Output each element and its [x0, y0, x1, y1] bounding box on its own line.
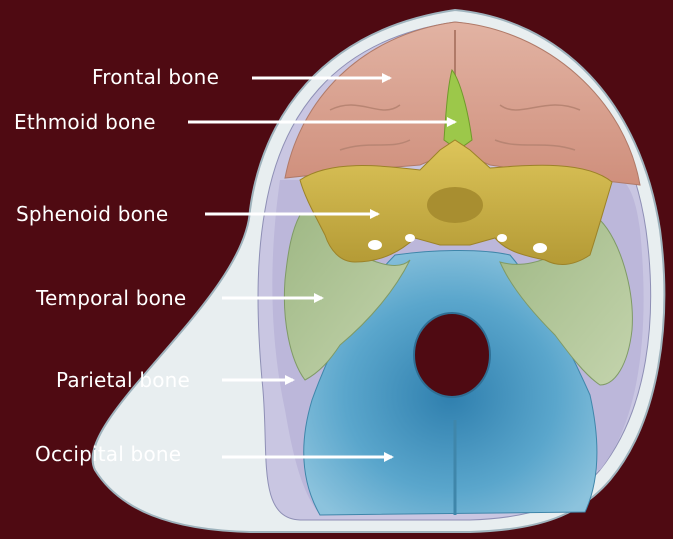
- foramen-right: [533, 243, 547, 253]
- foramen-magnum: [414, 313, 490, 397]
- label-frontal-bone: Frontal bone: [92, 65, 219, 89]
- foramen-right-small: [497, 234, 507, 242]
- foramen-left-small: [405, 234, 415, 242]
- label-ethmoid-bone: Ethmoid bone: [14, 110, 156, 134]
- label-parietal-bone: Parietal bone: [56, 368, 190, 392]
- label-occipital-bone: Occipital bone: [35, 442, 181, 466]
- sella-turcica: [427, 187, 483, 223]
- label-temporal-bone: Temporal bone: [36, 286, 186, 310]
- label-sphenoid-bone: Sphenoid bone: [16, 202, 168, 226]
- foramen-left: [368, 240, 382, 250]
